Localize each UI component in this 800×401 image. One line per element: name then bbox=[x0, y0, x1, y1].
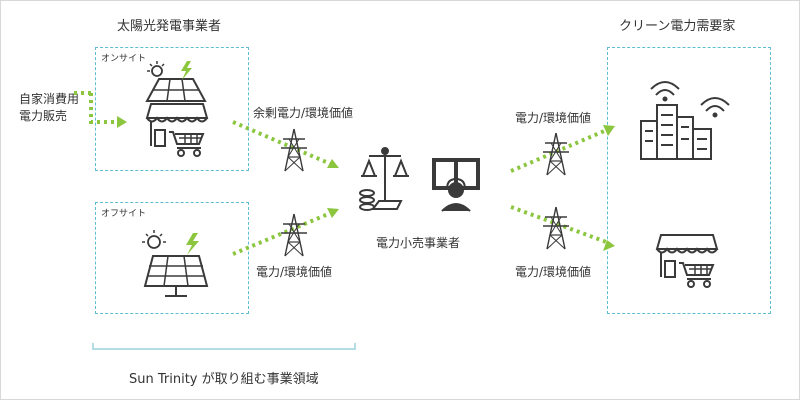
demand-box bbox=[607, 47, 771, 314]
offsite-label: オフサイト bbox=[101, 209, 147, 219]
solar-operator-header: 太陽光発電事業者 bbox=[117, 19, 222, 34]
tower-icon bbox=[280, 213, 308, 257]
balance-scale-icon bbox=[359, 147, 409, 211]
demand-power-top-label: 電力/環境価値 bbox=[515, 111, 592, 125]
arrow-heads bbox=[117, 116, 615, 251]
onsite-store-icon bbox=[145, 61, 208, 157]
solar-panel-icon bbox=[142, 230, 209, 297]
scope-bracket bbox=[92, 343, 356, 350]
demand-store-icon bbox=[656, 234, 718, 288]
tower-icon bbox=[542, 132, 570, 176]
city-buildings-icon bbox=[640, 81, 730, 160]
clean-demand-header: クリーン電力需要家 bbox=[619, 19, 736, 34]
self-consumption-label-line2: 電力販売 bbox=[19, 109, 68, 123]
demand-power-bottom-label: 電力/環境価値 bbox=[515, 265, 592, 279]
retailer-label: 電力小売事業者 bbox=[376, 236, 461, 250]
onsite-box bbox=[95, 47, 249, 171]
scope-label: Sun Trinity が取り組む事業領域 bbox=[129, 372, 319, 387]
tower-icon bbox=[280, 128, 308, 172]
operator-monitor-icon bbox=[432, 158, 480, 212]
flow-arrows bbox=[74, 91, 610, 256]
onsite-label: オンサイト bbox=[101, 54, 147, 64]
offsite-power-label: 電力/環境価値 bbox=[256, 265, 333, 279]
self-consumption-label-line1: 自家消費用 bbox=[19, 92, 80, 106]
surplus-power-label: 余剰電力/環境価値 bbox=[253, 106, 354, 120]
offsite-box bbox=[95, 202, 249, 314]
